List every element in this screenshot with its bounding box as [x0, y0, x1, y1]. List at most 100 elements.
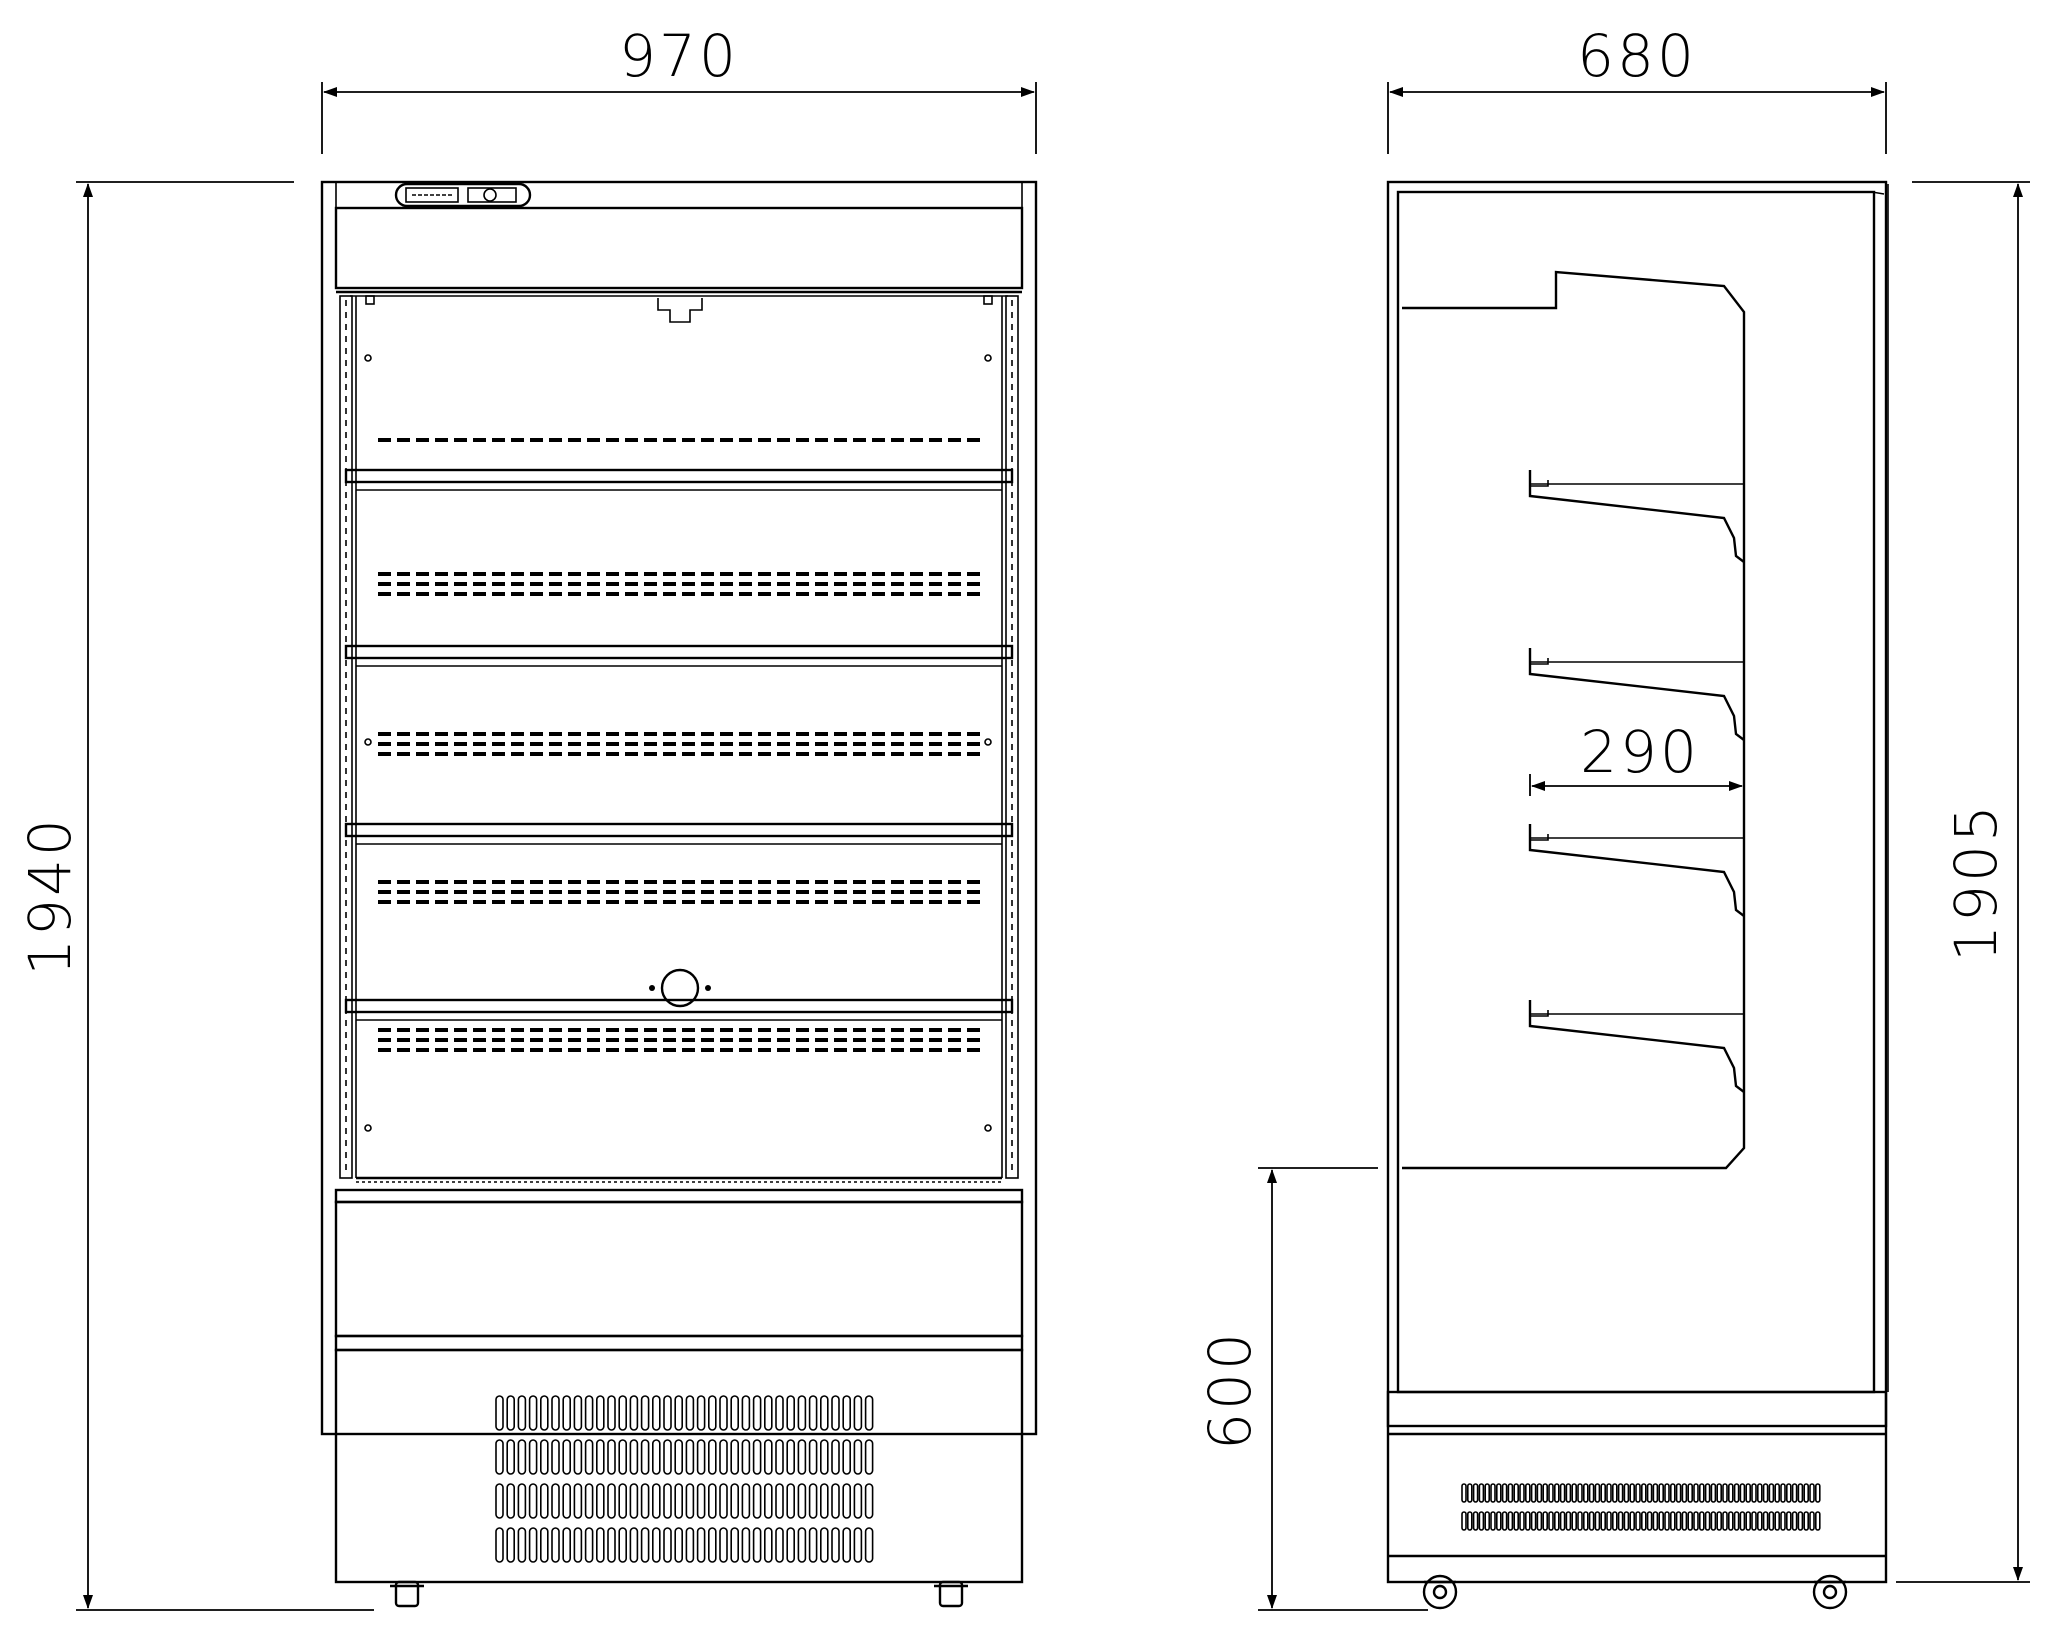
vent-slot: [607, 1439, 616, 1475]
vent-slot: [685, 1527, 695, 1563]
vent-slot: [1751, 1483, 1757, 1503]
vent-slot: [1716, 1511, 1722, 1531]
vent-slot: [1507, 1511, 1514, 1531]
vent-slot: [1658, 1483, 1664, 1503]
vent-slot: [1768, 1483, 1775, 1503]
vent-slot: [1803, 1511, 1809, 1531]
vent-slot: [1646, 1511, 1653, 1531]
vent-slot: [864, 1527, 874, 1563]
vent-slot: [719, 1439, 728, 1475]
vent-slot: [1594, 1511, 1601, 1531]
vent-slot: [1548, 1511, 1554, 1531]
vent-slot: [853, 1483, 863, 1519]
vent-slot: [562, 1439, 572, 1475]
vent-slot: [1687, 1511, 1693, 1531]
vent-slot: [495, 1527, 504, 1563]
side-shelf: [1528, 470, 1745, 563]
vent-slot: [1461, 1483, 1467, 1503]
vent-slot: [663, 1439, 672, 1475]
vent-slot: [763, 1395, 773, 1431]
side-shelf: [1528, 648, 1745, 741]
vent-slot: [1757, 1483, 1763, 1503]
vent-slot: [1496, 1511, 1502, 1531]
vent-slot: [741, 1395, 751, 1431]
vent-slot: [584, 1439, 594, 1475]
vent-slot: [506, 1395, 516, 1431]
side-duct-profile: [1402, 270, 1746, 1170]
vent-slot: [506, 1439, 516, 1475]
vent-slot: [1478, 1483, 1485, 1503]
vent-slot: [1803, 1483, 1809, 1503]
vent-slot: [775, 1439, 784, 1475]
side-shelves: [1528, 470, 1745, 1093]
vent-slot: [1704, 1483, 1711, 1503]
vent-slot: [674, 1439, 684, 1475]
vent-slot: [1623, 1483, 1630, 1503]
vent-slot: [651, 1395, 661, 1431]
front-width-label: 970: [619, 22, 739, 90]
vent-slot: [584, 1527, 594, 1563]
vent-slot: [1652, 1511, 1659, 1531]
caster: [938, 1580, 964, 1608]
side-view: 290 680 1905 600: [1196, 22, 2030, 1611]
vent-slot: [808, 1439, 818, 1475]
compressor-housing: [334, 1348, 1024, 1584]
vent-slot: [808, 1527, 818, 1563]
vent-slot: [1786, 1483, 1792, 1503]
vent-slot: [573, 1395, 583, 1431]
vent-slot: [1728, 1511, 1734, 1531]
vent-slot: [1791, 1483, 1798, 1503]
vent-slot: [775, 1483, 784, 1519]
vent-slot: [1536, 1511, 1543, 1531]
air-grilles: [378, 438, 982, 1052]
vent-slot: [663, 1395, 672, 1431]
vent-slot: [1791, 1511, 1798, 1531]
vent-slot: [1739, 1511, 1746, 1531]
vent-slot: [797, 1395, 807, 1431]
vent-slot: [1699, 1483, 1705, 1503]
vent-slot: [1641, 1511, 1647, 1531]
vent-slot: [528, 1483, 538, 1519]
vent-slot: [775, 1395, 784, 1431]
vent-slot: [719, 1395, 728, 1431]
vent-slot: [1536, 1483, 1543, 1503]
vent-slot: [763, 1527, 773, 1563]
shelf-depth-label: 290: [1580, 718, 1700, 786]
vent-slot: [1733, 1511, 1740, 1531]
vent-slot: [1745, 1511, 1751, 1531]
front-shelf: [344, 998, 1014, 1014]
vent-slot: [1554, 1483, 1560, 1503]
front-cabinet-outline: [320, 180, 1038, 1436]
vent-slot: [629, 1527, 639, 1563]
vent-slot: [1641, 1483, 1647, 1503]
vent-slot: [1617, 1483, 1624, 1503]
vent-slot: [1525, 1483, 1531, 1503]
vent-slot: [1606, 1483, 1612, 1503]
side-shelf: [1528, 1000, 1745, 1093]
vent-slot: [1635, 1511, 1641, 1531]
vent-slot: [640, 1483, 650, 1519]
vent-slot: [674, 1395, 684, 1431]
vent-slot: [719, 1483, 728, 1519]
vent-slot: [1768, 1511, 1775, 1531]
vent-slot: [1664, 1511, 1670, 1531]
vent-slot: [551, 1439, 560, 1475]
vent-slot: [629, 1395, 639, 1431]
vent-slot: [1670, 1483, 1676, 1503]
vent-slot: [584, 1483, 594, 1519]
side-caster: [1812, 1574, 1848, 1610]
vent-slot: [696, 1439, 706, 1475]
vent-slot: [853, 1395, 863, 1431]
vent-slot: [1490, 1483, 1496, 1503]
vent-slot: [1530, 1483, 1537, 1503]
vent-slot: [1559, 1511, 1566, 1531]
vent-slot: [1745, 1483, 1751, 1503]
vent-slot: [551, 1527, 560, 1563]
vent-slot: [495, 1395, 504, 1431]
vent-slot: [819, 1527, 829, 1563]
vent-slot: [696, 1483, 706, 1519]
vent-slot: [1646, 1483, 1653, 1503]
vent-slot: [1762, 1483, 1769, 1503]
vent-slot: [1484, 1483, 1490, 1503]
